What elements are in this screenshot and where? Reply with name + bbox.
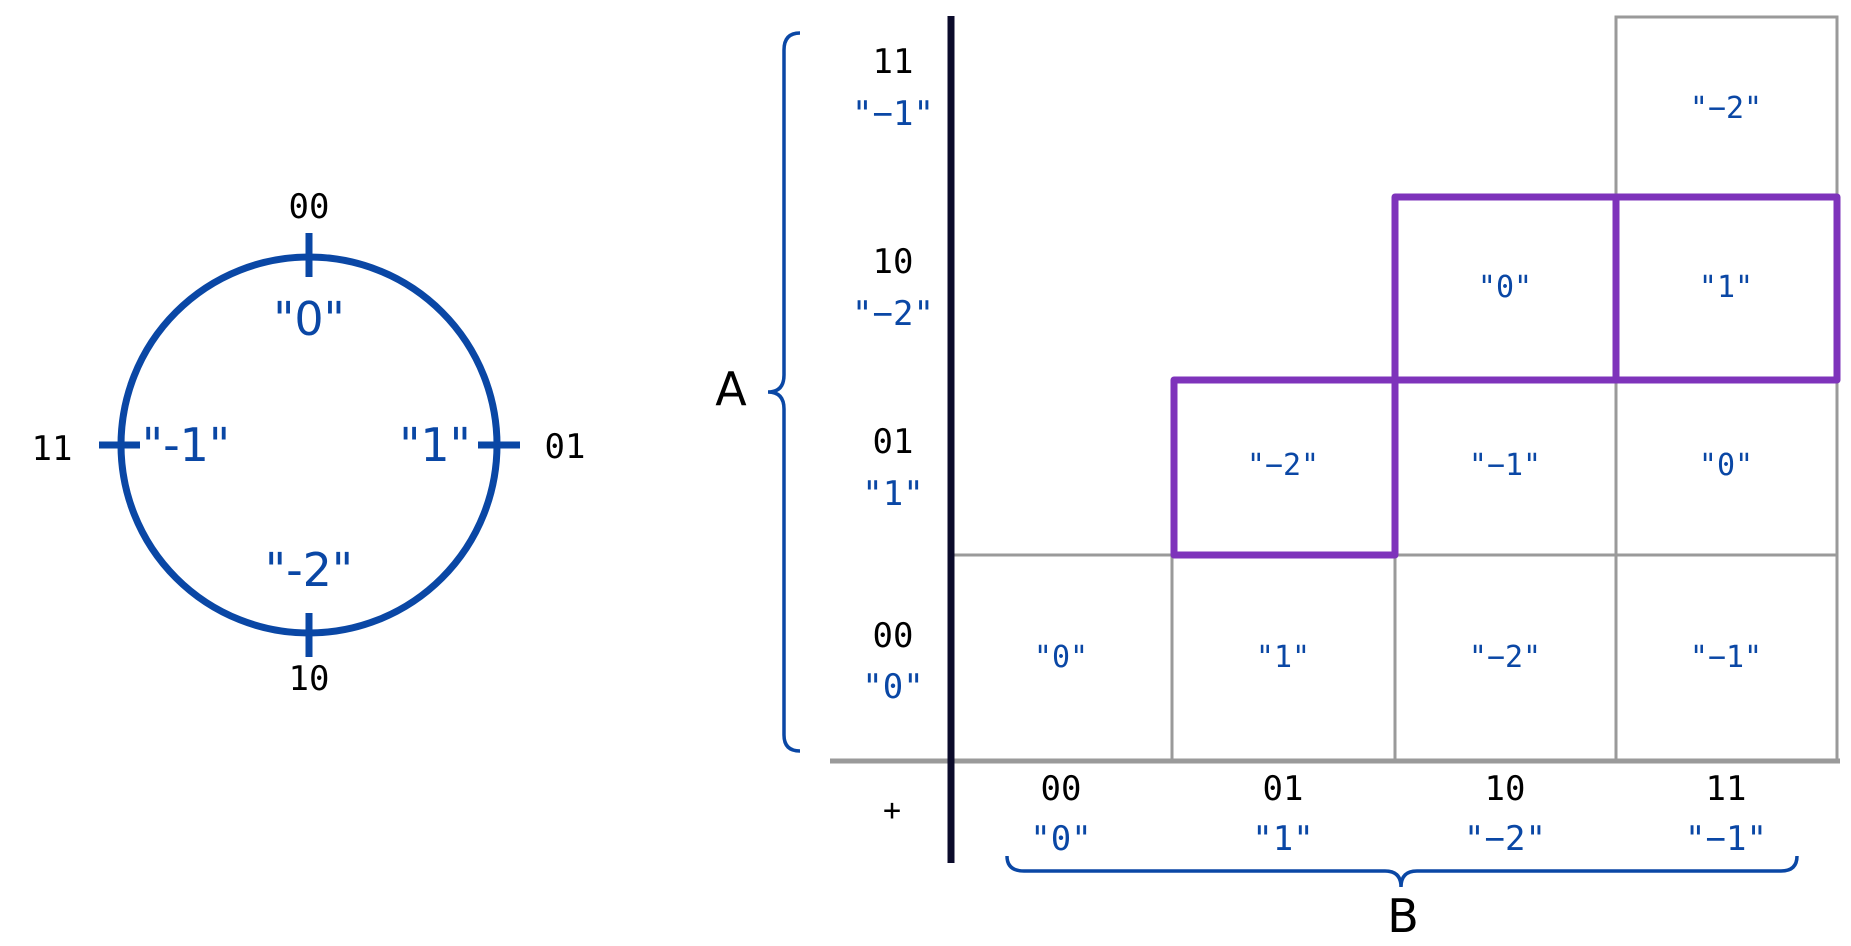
addition-table: 11 "−1" 10 "−2" 01 "1" 00 "0" "−2" "0" "… xyxy=(715,15,1841,943)
wheel-left-value: "-1" xyxy=(142,418,230,472)
table-cell: "−1" xyxy=(1690,640,1762,675)
column-brace-label: B xyxy=(1387,889,1419,943)
operator-symbol: + xyxy=(883,793,901,828)
table-cell: "−2" xyxy=(1469,640,1541,675)
row-header-bits: 00 xyxy=(873,616,914,656)
column-header-bits: 01 xyxy=(1263,769,1304,809)
table-cell: "1" xyxy=(1256,640,1310,675)
wheel-right-value: "1" xyxy=(399,418,471,472)
row-header-bits: 10 xyxy=(873,242,914,282)
column-header-value: "0" xyxy=(1030,819,1091,859)
row-header-bits: 01 xyxy=(873,422,914,462)
wheel-top-value: "0" xyxy=(273,292,345,346)
table-cell: "0" xyxy=(1034,640,1088,675)
wheel-bottom-value: "-2" xyxy=(265,543,353,597)
column-header-bits: 11 xyxy=(1706,769,1747,809)
row-header-value: "0" xyxy=(862,667,923,707)
column-header-value: "−2" xyxy=(1464,819,1546,859)
wheel-top-bits: 00 xyxy=(289,187,330,227)
overflow-highlight xyxy=(1170,193,1841,559)
table-cell: "−2" xyxy=(1690,91,1762,126)
number-wheel: 00 "0" 11 "-1" "1" 01 "-2" 10 xyxy=(32,187,586,699)
table-cell: "0" xyxy=(1699,448,1753,483)
row-brace xyxy=(767,31,801,753)
column-header-value: "−1" xyxy=(1685,819,1767,859)
row-brace-label: A xyxy=(715,362,747,416)
wheel-bottom-bits: 10 xyxy=(289,659,330,699)
column-header-bits: 00 xyxy=(1041,769,1082,809)
table-cell: "−2" xyxy=(1247,448,1319,483)
row-header-value: "−2" xyxy=(852,294,934,334)
wheel-left-bits: 11 xyxy=(32,429,73,469)
column-header-bits: 10 xyxy=(1485,769,1526,809)
wheel-right-bits: 01 xyxy=(545,427,586,467)
column-brace xyxy=(1005,855,1799,888)
column-header-value: "1" xyxy=(1252,819,1313,859)
table-cell: "0" xyxy=(1478,270,1532,305)
row-header-value: "−1" xyxy=(852,94,934,134)
table-cell: "1" xyxy=(1699,270,1753,305)
row-header-value: "1" xyxy=(862,474,923,514)
table-cell: "−1" xyxy=(1469,448,1541,483)
row-header-bits: 11 xyxy=(873,42,914,82)
